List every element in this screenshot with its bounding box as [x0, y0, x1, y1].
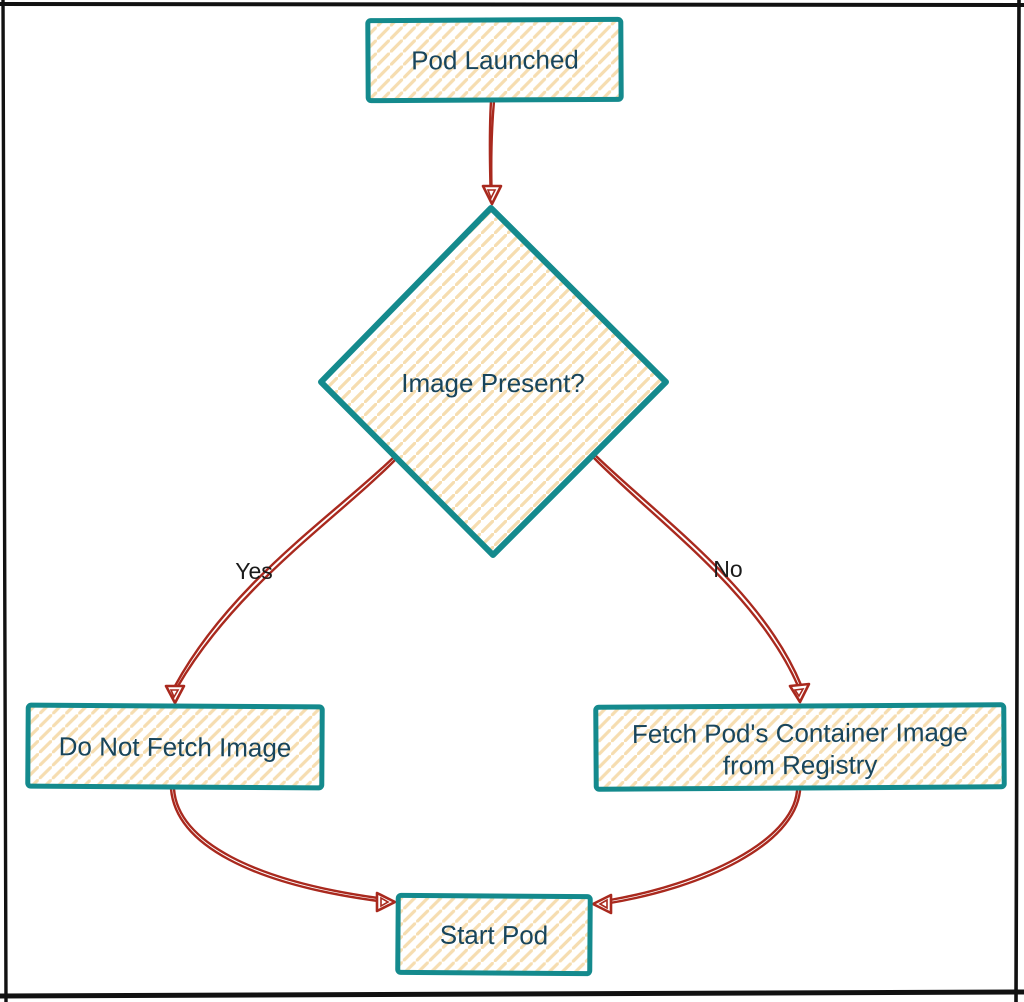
- page-frame-bottom: [0, 989, 1024, 999]
- arrowhead-left-icon: [591, 893, 613, 915]
- node-pod-launched: Pod Launched: [365, 16, 624, 104]
- node-pod-launched-label: Pod Launched: [411, 45, 579, 76]
- edge-line: [172, 787, 380, 900]
- edge-line: [169, 787, 380, 903]
- page-frame-right: [1014, 0, 1021, 1002]
- node-start-pod-label: Start Pod: [440, 920, 549, 951]
- arrowhead-inner: [598, 898, 608, 910]
- arrowhead-inner: [486, 189, 497, 200]
- node-image-present: Image Present?: [318, 205, 669, 558]
- node-image-present-shape: [318, 205, 669, 558]
- node-start-pod-shape: [395, 892, 593, 977]
- node-fetch-image-label-line2: from Registry: [723, 750, 878, 781]
- node-do-not-fetch-image: Do Not Fetch Image: [25, 702, 325, 791]
- arrowhead-right-icon: [375, 891, 397, 913]
- edge-fetch-image-to-start-pod: [591, 789, 802, 915]
- edge-line: [490, 99, 496, 190]
- page-frame-left: [1, 0, 8, 1002]
- edge-line: [608, 789, 799, 902]
- edge-label-no: No: [713, 556, 742, 582]
- edge-label-yes: Yes: [235, 558, 273, 584]
- arrowhead-inner: [169, 689, 180, 699]
- node-pod-launched-shape: [365, 16, 624, 104]
- node-image-present-label: Image Present?: [401, 368, 585, 398]
- edge-image-present-to-do-not-fetch: Yes: [164, 455, 398, 705]
- node-fetch-image-shape: [593, 702, 1007, 792]
- edge-line: [608, 789, 802, 905]
- edge-image-present-to-fetch-image: No: [592, 454, 811, 704]
- edge-line: [176, 457, 398, 688]
- edge-line: [173, 455, 396, 688]
- arrowhead-down-icon: [788, 682, 811, 704]
- edge-line: [488, 99, 493, 190]
- node-fetch-image-label-line1: Fetch Pod's Container Image: [632, 717, 968, 749]
- node-do-not-fetch-image-label: Do Not Fetch Image: [59, 731, 292, 762]
- edge-line: [592, 456, 800, 688]
- node-do-not-fetch-image-shape: [25, 702, 325, 791]
- edge-pod-launched-to-image-present: [481, 99, 503, 206]
- arrowhead-inner: [380, 896, 390, 908]
- edge-line: [594, 454, 803, 687]
- node-start-pod: Start Pod: [395, 892, 593, 977]
- node-fetch-image: Fetch Pod's Container Image from Registr…: [593, 702, 1007, 792]
- page-frame-top: [0, 2, 1024, 7]
- arrowhead-inner: [793, 688, 805, 698]
- edge-do-not-fetch-to-start-pod: [169, 787, 397, 913]
